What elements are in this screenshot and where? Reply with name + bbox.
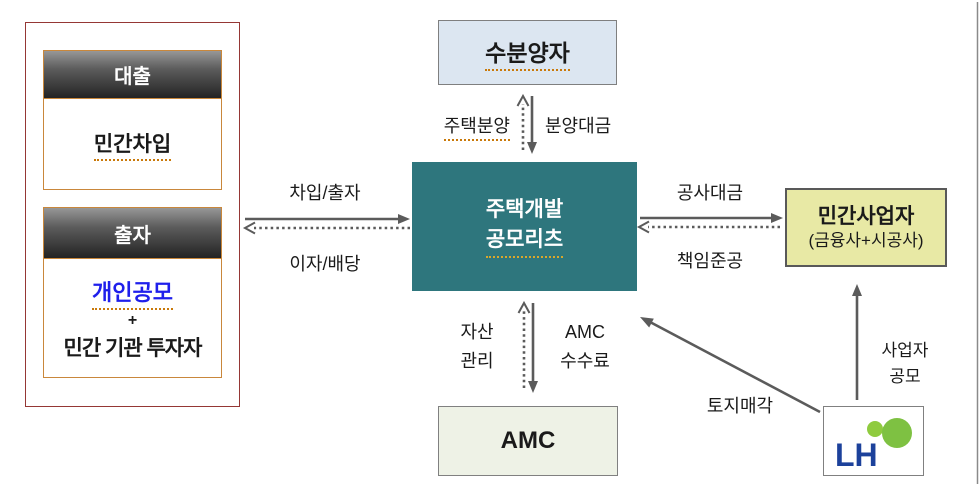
private-operator-node: 민간사업자 (금융사+시공사) (785, 188, 947, 267)
amc-label: AMC (500, 427, 556, 454)
private-borrowing-label: 민간차입 (93, 128, 172, 161)
flow-label-interest-dividend: 이자/배당 (289, 254, 361, 274)
arrow-asset-management (517, 300, 531, 388)
arrow-sale-proceeds (527, 96, 537, 154)
arrow-construction-payment (640, 213, 783, 223)
flow-label-completion-guarantee: 책임준공 (676, 251, 744, 271)
buyers-label: 수분양자 (485, 34, 570, 71)
lh-logo-small-blob-icon (866, 421, 883, 437)
equity-header: 출자 (44, 208, 221, 259)
flow-label-construction-payment: 공사대금 (676, 183, 744, 203)
flow-label-asset-management: 자산 관리 (460, 322, 494, 371)
arrow-housing-sale (516, 93, 530, 150)
plus-sign: + (127, 311, 138, 329)
arrow-borrow-equity (245, 214, 410, 224)
loan-header: 대출 (44, 51, 221, 99)
reits-label-line1: 주택개발 (485, 198, 564, 221)
arrow-operator-offering (852, 284, 862, 400)
arrow-interest-dividend (242, 221, 410, 235)
loan-group-box: 대출 민간차입 (43, 50, 222, 190)
lh-logo: LH (835, 418, 912, 470)
arrow-amc-fee (528, 303, 538, 393)
flow-label-land-sale: 토지매각 (706, 396, 774, 416)
flow-label-amc-fee: AMC 수수료 (560, 322, 610, 371)
reits-label-line2: 공모리츠 (485, 225, 564, 258)
lh-logo-big-blob-icon (881, 418, 912, 448)
lh-node: LH (823, 406, 924, 476)
reits-node: 주택개발 공모리츠 (412, 162, 637, 291)
lh-logo-text: LH (835, 437, 878, 470)
flow-label-sale-proceeds: 분양대금 (545, 116, 612, 136)
institutional-investors-label: 민간 기관 투자자 (63, 336, 203, 360)
equity-body: 개인공모 + 민간 기관 투자자 (44, 259, 221, 377)
operator-sublabel: (금융사+시공사) (808, 230, 924, 250)
flow-label-housing-sale: 주택분양 (400, 112, 510, 141)
flow-label-borrow-equity: 차입/출자 (289, 183, 361, 203)
buyers-node: 수분양자 (438, 20, 617, 85)
amc-node: AMC (438, 406, 618, 476)
public-offering-label: 개인공모 (92, 275, 173, 310)
loan-body: 민간차입 (44, 99, 221, 189)
operator-label: 민간사업자 (817, 204, 915, 228)
equity-group-box: 출자 개인공모 + 민간 기관 투자자 (43, 207, 222, 378)
flow-label-operator-offering: 사업자 공모 (881, 341, 929, 386)
arrow-completion-guarantee (636, 220, 780, 234)
